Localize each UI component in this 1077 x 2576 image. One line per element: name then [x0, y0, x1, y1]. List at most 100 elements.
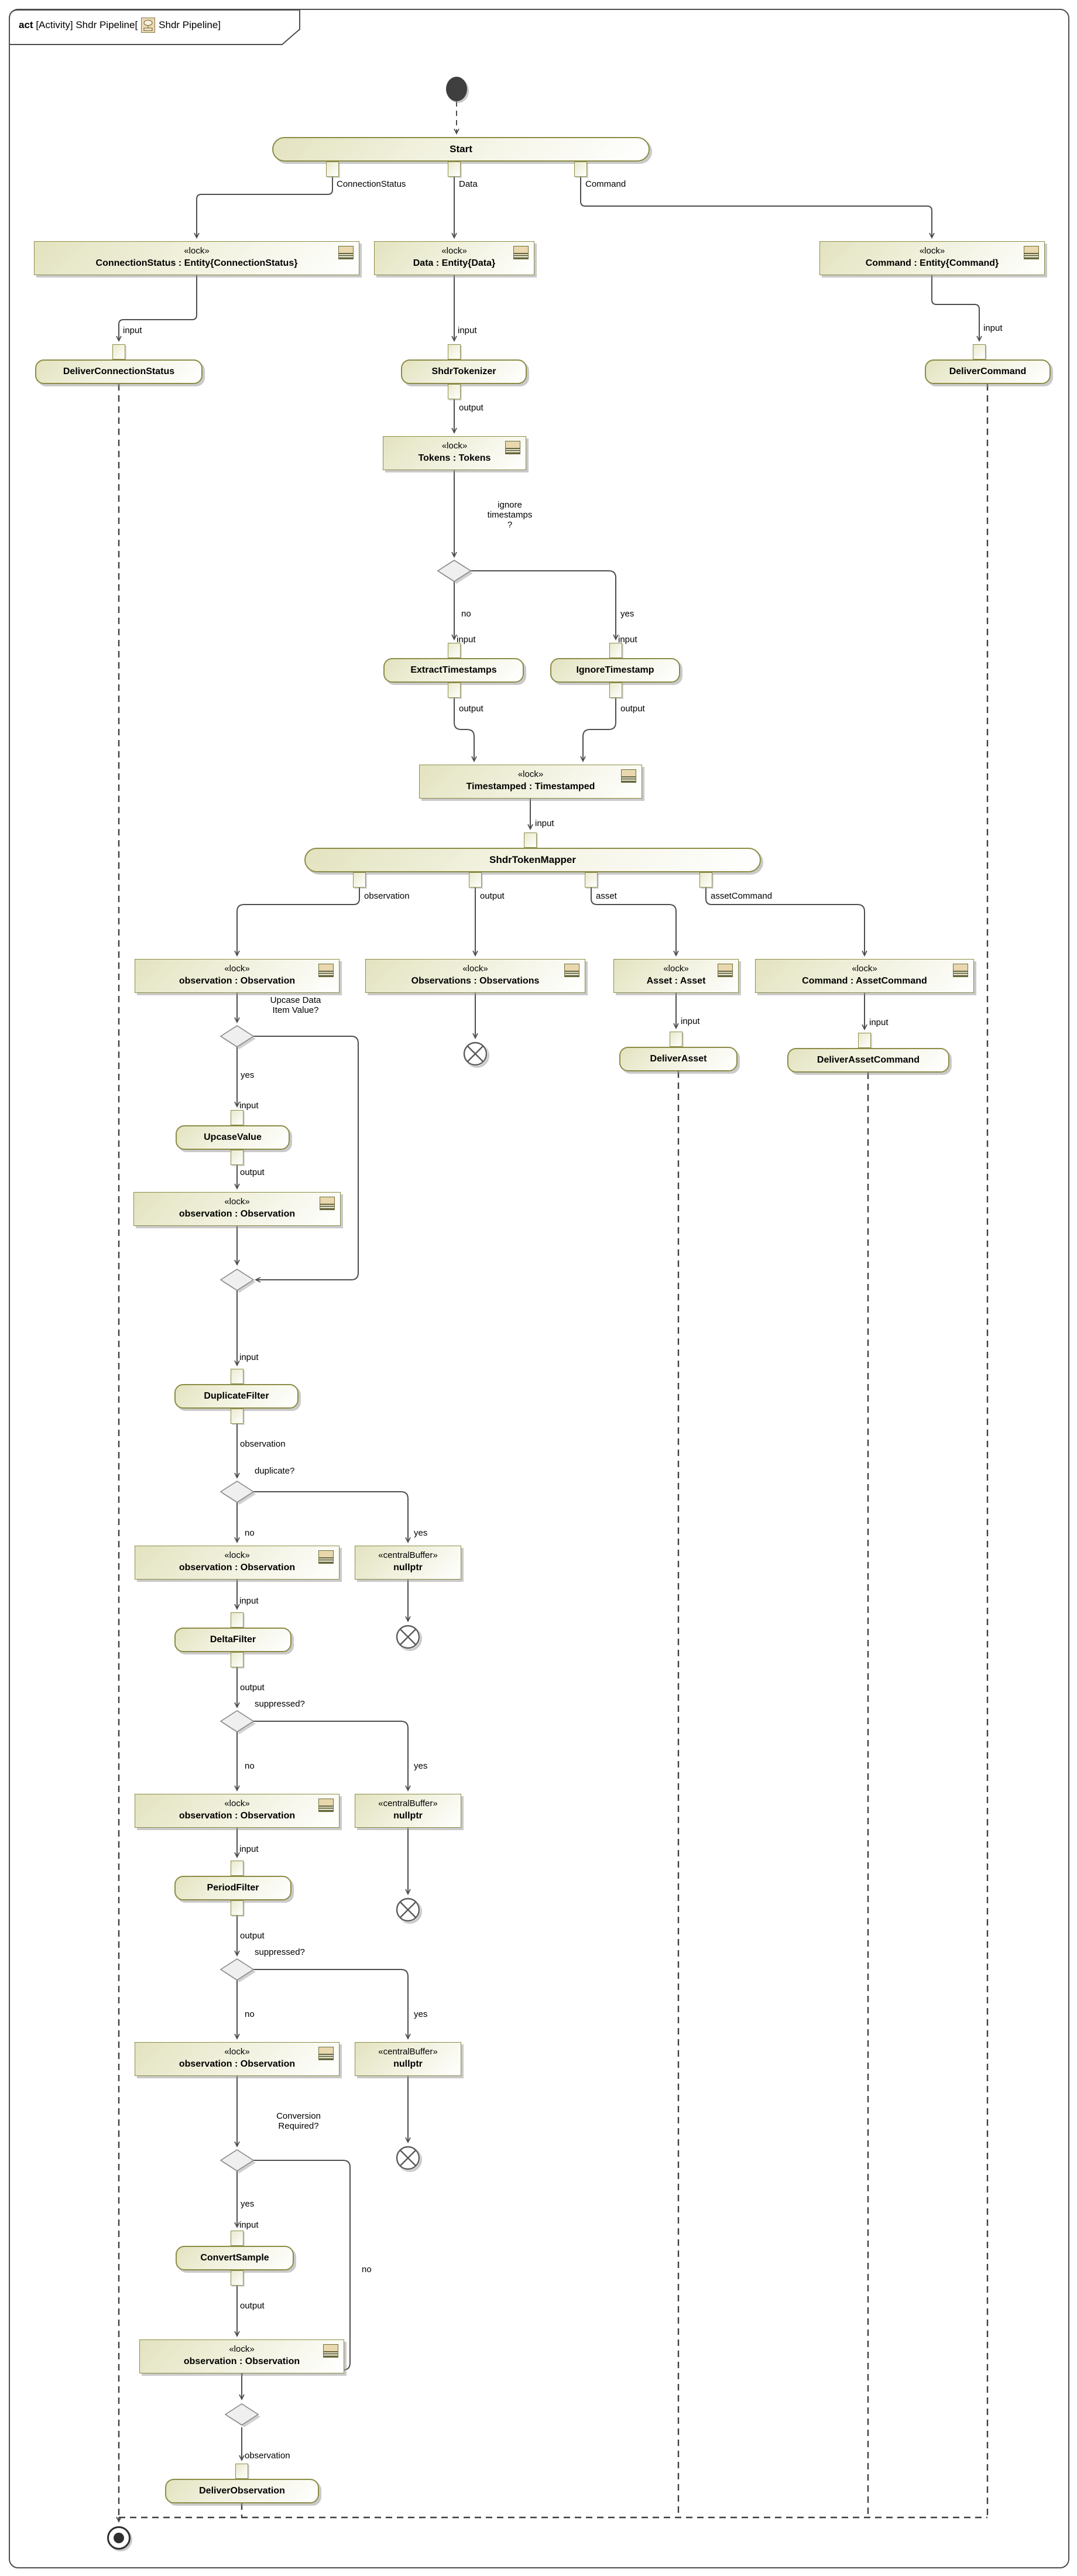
action-label: DeliverCommand [949, 366, 1027, 376]
edge-upcase-no-loop [253, 1036, 359, 1283]
edge-label-input: input [983, 323, 1003, 333]
edge-suppressed1-yes [253, 1721, 411, 1792]
block-name: Asset : Asset [646, 976, 706, 986]
pin-output [448, 384, 461, 399]
edge-label-input: input [681, 1016, 700, 1026]
guard-yes: yes [414, 1761, 428, 1771]
flow-final-nullptr-3 [396, 2146, 420, 2170]
pin-observation [353, 872, 366, 888]
guard-no: no [245, 1761, 255, 1771]
activity-final-dot [114, 2533, 124, 2543]
action-label: DeliverObservation [199, 2486, 285, 2496]
buffer-name: nullptr [393, 1563, 423, 1573]
edge-suppressed2-yes [253, 1969, 411, 2040]
edge-mapper-assetcommand [705, 888, 867, 957]
action-label: DeliverAssetCommand [817, 1055, 920, 1065]
guard-line: timestamps [487, 510, 533, 520]
edge-label-output: output [480, 891, 505, 901]
block-timestamped: «lock» Timestamped : Timestamped [419, 765, 642, 799]
stereotype: «lock» [441, 246, 467, 256]
guard-line: ? [507, 520, 513, 530]
pin-output [231, 1900, 243, 1916]
guard-ignore-timestamps: ignore timestamps ? [466, 500, 554, 530]
guard-line: Upcase Data [270, 995, 321, 1005]
guard-yes: yes [241, 2199, 255, 2209]
guard-yes: yes [414, 1528, 428, 1538]
pin-input [112, 344, 125, 359]
edge-label-output: output [240, 2301, 265, 2311]
action-label: PeriodFilter [207, 1883, 259, 1893]
block-asset: «lock» Asset : Asset [613, 959, 739, 993]
action-label: IgnoreTimestamp [576, 665, 654, 675]
action-deliverconnectionstatus: DeliverConnectionStatus [35, 359, 203, 384]
flow-final-nullptr-2 [396, 1897, 420, 1922]
block-icon [621, 769, 636, 783]
pin-output [469, 872, 482, 888]
pin-connectionstatus [326, 162, 339, 177]
edge-label-input: input [535, 818, 554, 828]
decision-suppressed-2 [217, 1958, 259, 1986]
edge-label-input: input [123, 326, 142, 335]
action-periodfilter: PeriodFilter [174, 1876, 291, 1900]
pin-output [609, 683, 622, 698]
buffer-nullptr-1: «centralBuffer» nullptr [355, 1546, 461, 1580]
block-observations: «lock» Observations : Observations [365, 959, 585, 993]
action-label: DeliverConnectionStatus [63, 366, 175, 376]
block-name: observation : Observation [179, 1811, 296, 1821]
block-observation-6: «lock» observation : Observation [139, 2339, 344, 2373]
pin-observation [235, 2464, 248, 2479]
pin-input [231, 1369, 243, 1384]
block-name: observation : Observation [179, 1563, 296, 1573]
decision-suppressed-1 [217, 1710, 259, 1738]
decision-upcase [217, 1025, 259, 1053]
pin-asset [585, 872, 598, 888]
block-icon [505, 441, 520, 454]
stereotype: «lock» [224, 1197, 250, 1207]
edge-label-output: output [240, 1683, 265, 1693]
guard-yes: yes [414, 2009, 428, 2019]
block-observation-3: «lock» observation : Observation [135, 1546, 339, 1580]
activity-final-node [107, 2526, 131, 2550]
action-label: DuplicateFilter [204, 1391, 269, 1401]
edge-label-input: input [618, 635, 637, 645]
stereotype: «lock» [224, 2047, 250, 2057]
guard-conversion: Conversion Required? [258, 2111, 339, 2131]
edge-label-output: output [620, 704, 645, 714]
block-observation-1: «lock» observation : Observation [135, 959, 339, 993]
guard-yes: yes [241, 1070, 255, 1080]
guard-suppressed: suppressed? [255, 1699, 305, 1709]
stereotype: «lock» [663, 964, 689, 974]
stereotype: «lock» [229, 2344, 255, 2354]
diagram-title: act [Activity] Shdr Pipeline[Shdr Pipeli… [19, 18, 221, 33]
diagram-frame [9, 9, 1069, 2568]
edge-label-output: output [240, 1931, 265, 1941]
pin-output [231, 1652, 243, 1667]
initial-node [446, 77, 467, 101]
block-icon [320, 1197, 335, 1210]
edge-label-observation: observation [245, 2451, 290, 2461]
block-command: «lock» Command : Entity{Command} [819, 241, 1045, 275]
edge-label-asset: asset [596, 891, 617, 901]
decision-ignore-timestamps [434, 559, 476, 587]
block-observation-2: «lock» observation : Observation [133, 1192, 341, 1226]
edge-label-input: input [239, 2220, 259, 2230]
action-label: ExtractTimestamps [410, 665, 497, 675]
edge-label-input: input [239, 1844, 259, 1854]
block-icon [953, 964, 968, 977]
buffer-nullptr-2: «centralBuffer» nullptr [355, 1794, 461, 1828]
action-label: ShdrTokenMapper [489, 854, 576, 865]
action-deliverassetcommand: DeliverAssetCommand [787, 1048, 949, 1073]
edge-mapper-asset [591, 888, 679, 957]
stereotype: «lock» [184, 246, 210, 256]
block-observation-5: «lock» observation : Observation [135, 2042, 339, 2076]
action-convertsample: ConvertSample [176, 2246, 294, 2270]
action-label: UpcaseValue [204, 1132, 262, 1142]
action-shdrtokenizer: ShdrTokenizer [401, 359, 527, 384]
guard-line: Conversion [276, 2111, 321, 2121]
stereotype: «centralBuffer» [378, 1550, 438, 1560]
edge-label-input: input [869, 1018, 889, 1027]
action-duplicatefilter: DuplicateFilter [174, 1384, 299, 1409]
guard-no: no [245, 1528, 255, 1538]
stereotype: «lock» [852, 964, 877, 974]
